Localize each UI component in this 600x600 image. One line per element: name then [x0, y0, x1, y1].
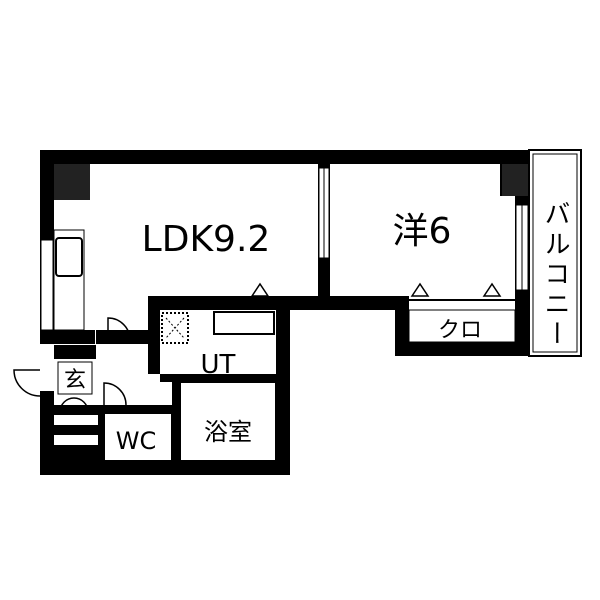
balcony-inner	[532, 153, 578, 353]
pillar-top-left	[54, 164, 90, 200]
closet-area	[408, 309, 516, 343]
kitchen-counter-edge	[53, 229, 85, 331]
label-ldk: LDK9.2	[142, 219, 271, 260]
entrance-box	[57, 361, 93, 395]
bath-room	[179, 381, 277, 462]
windows	[40, 167, 529, 331]
balcony-area	[528, 149, 582, 357]
label-western: 洋6	[393, 211, 452, 252]
label-toilet: WC	[116, 427, 157, 455]
wc-room	[103, 412, 173, 462]
label-bath: 浴室	[204, 418, 252, 446]
label-balcony: バルコニー	[540, 200, 570, 350]
label-closet: クロ	[438, 318, 482, 343]
kitchen-sink	[55, 237, 83, 277]
ut-storage	[213, 311, 275, 335]
label-utility: UT	[201, 350, 236, 380]
label-entrance: 玄	[64, 368, 86, 393]
